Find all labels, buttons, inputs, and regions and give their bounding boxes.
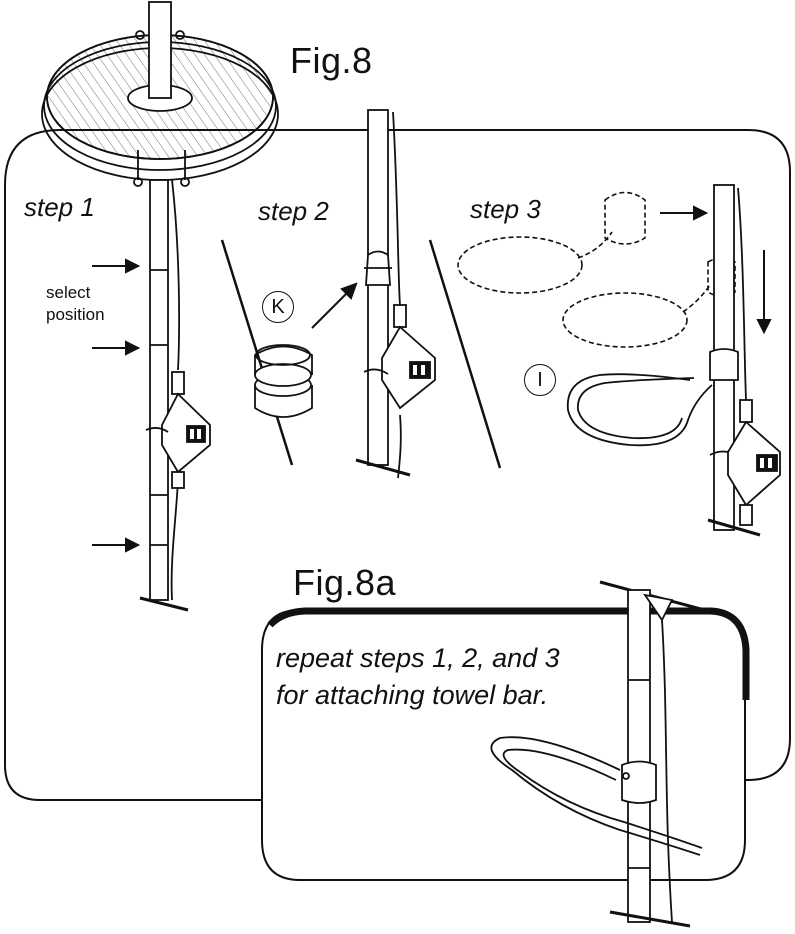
clip-part [254,344,313,418]
pole-towel-bar [490,580,713,928]
arrow-to-pole [311,282,358,329]
part-label-towel-ring: I [524,364,556,396]
step-2-label: step 2 [258,196,329,226]
note-line-1: repeat steps 1, 2, and 3 [276,643,560,673]
note-line-2: for attaching towel bar. [276,680,549,710]
step3-arrows [660,205,772,335]
shelf-top [41,1,279,187]
figure-title-main: Fig.8 [290,40,373,81]
pole-step1 [139,179,189,612]
step-3-label: step 3 [470,194,541,224]
select-position-line2: position [46,305,105,324]
step-1-label: step 1 [24,192,95,222]
divider-2 [428,239,502,469]
position-arrows [92,258,141,553]
pole-step3 [707,184,781,537]
towel-ring-solid [566,373,713,447]
pole-step2 [355,109,436,479]
part-label-clip: K [262,291,294,323]
select-position-line1: select [46,283,91,302]
figure-title-detail: Fig.8a [293,562,397,603]
switch-box-step1 [145,371,211,489]
